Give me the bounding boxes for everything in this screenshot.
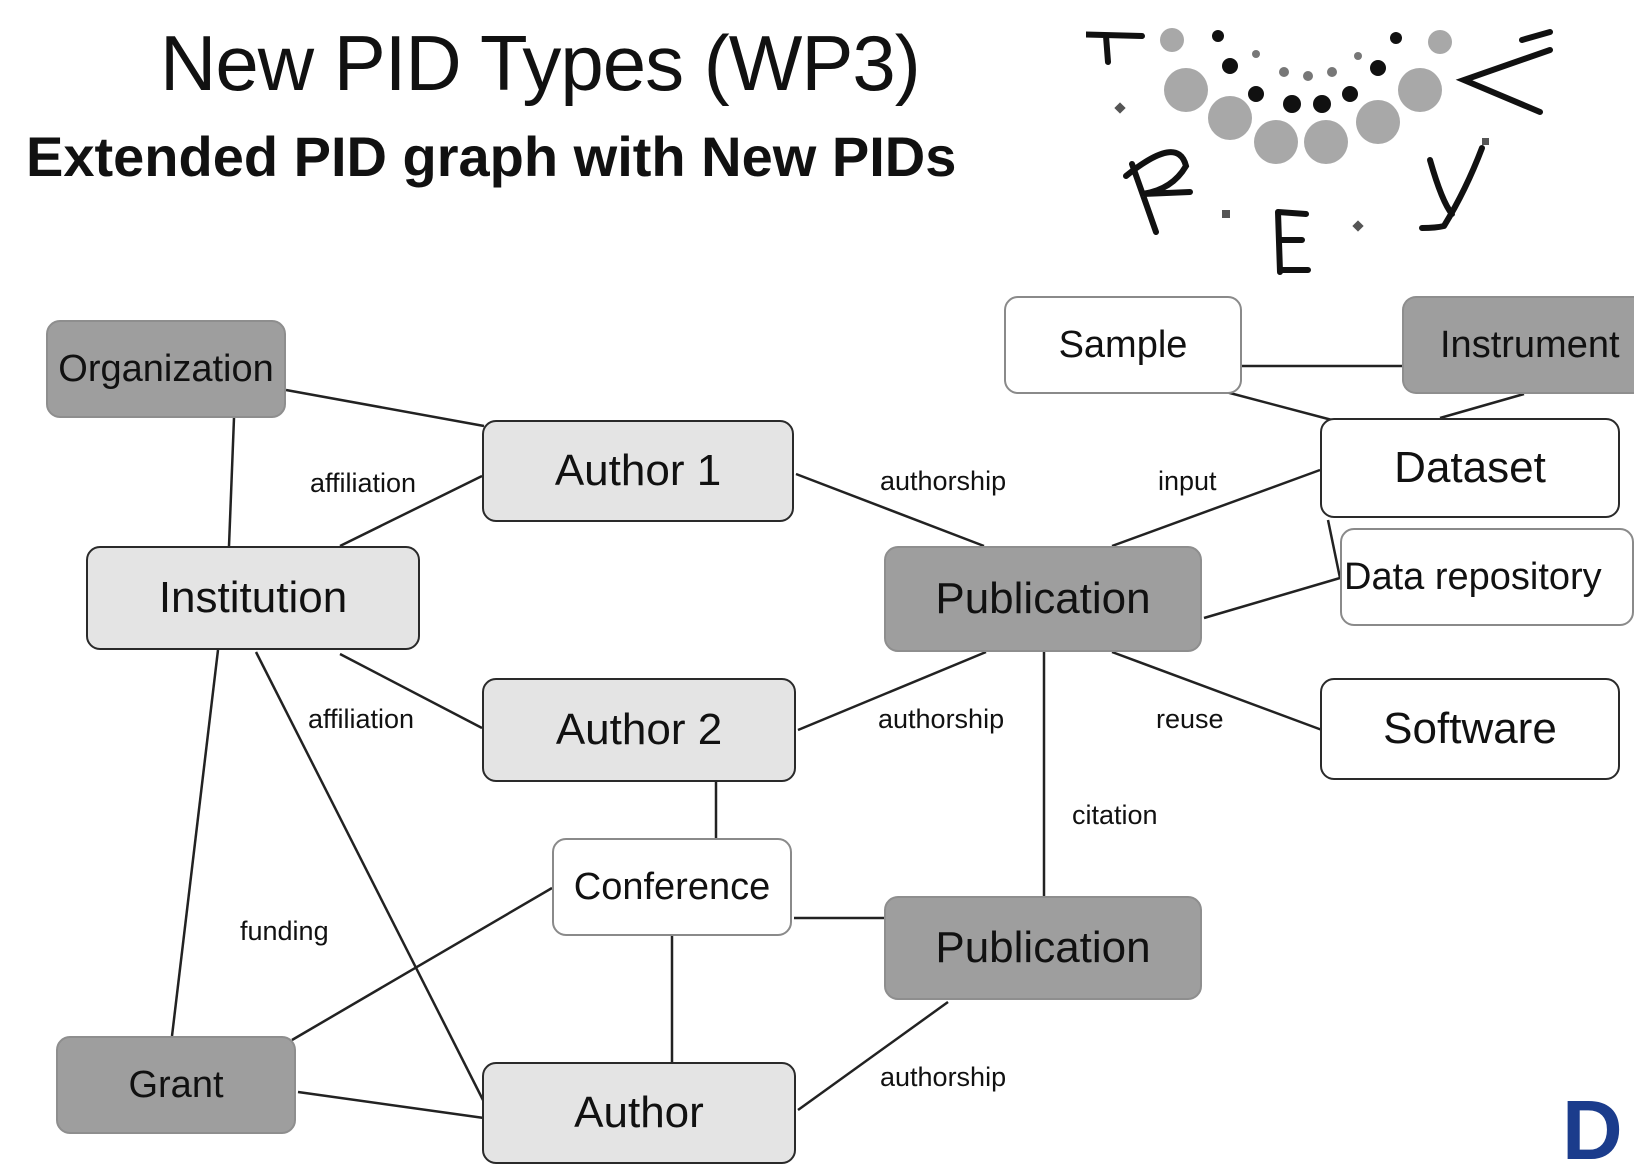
edge-label-citation: citation	[1072, 800, 1158, 830]
edge-label-affiliation-1: affiliation	[310, 468, 417, 498]
edge-institution-grant	[170, 649, 220, 1037]
node-dataset: Dataset	[1320, 418, 1620, 518]
edge-label-funding: funding	[240, 916, 329, 946]
node-sample: Sample	[1004, 296, 1242, 394]
edge-organization-author1	[285, 388, 485, 428]
edge-publication-top-data-repository	[1203, 576, 1341, 620]
edge-institution-author1	[339, 474, 483, 548]
node-author-2: Author 2	[482, 678, 796, 782]
corner-logo-fragment: D	[1562, 1092, 1623, 1168]
edge-institution-author	[254, 651, 486, 1103]
node-conference: Conference	[552, 838, 792, 936]
edge-sample-dataset	[1225, 390, 1333, 422]
node-publication-top: Publication	[884, 546, 1202, 652]
node-publication-bottom: Publication	[884, 896, 1202, 1000]
freya-logo	[1086, 28, 1553, 275]
edge-organization-institution	[227, 417, 236, 547]
node-instrument: Instrument	[1402, 296, 1634, 394]
edge-conference-grant	[291, 886, 553, 1042]
node-organization: Organization	[46, 320, 286, 418]
node-institution: Institution	[86, 546, 420, 650]
edge-label-affiliation-2: affiliation	[308, 704, 415, 734]
edge-label-authorship-1: authorship	[880, 466, 1007, 496]
edge-instrument-dataset	[1439, 392, 1525, 420]
edge-institution-author2	[339, 652, 483, 730]
edge-dataset-data-repository	[1326, 519, 1342, 579]
node-software: Software	[1320, 678, 1620, 780]
edge-label-authorship-2: authorship	[878, 704, 1005, 734]
edge-publication-top-software	[1111, 650, 1323, 732]
edge-label-reuse: reuse	[1156, 704, 1224, 734]
slide-subtitle: Extended PID graph with New PIDs	[26, 125, 957, 188]
slide-title: New PID Types (WP3)	[160, 19, 921, 107]
node-author-1: Author 1	[482, 420, 794, 522]
node-data-repository: Data repository	[1340, 528, 1634, 626]
edge-label-authorship-3: authorship	[880, 1062, 1007, 1092]
edge-author-publication-bottom	[797, 1000, 949, 1112]
edge-author1-publication-top	[795, 472, 985, 548]
edge-author2-publication-top	[797, 650, 987, 732]
node-author: Author	[482, 1062, 796, 1164]
node-grant: Grant	[56, 1036, 296, 1134]
edge-grant-author	[297, 1090, 485, 1120]
edge-publication-top-dataset	[1111, 468, 1321, 548]
edge-label-input: input	[1158, 466, 1217, 496]
